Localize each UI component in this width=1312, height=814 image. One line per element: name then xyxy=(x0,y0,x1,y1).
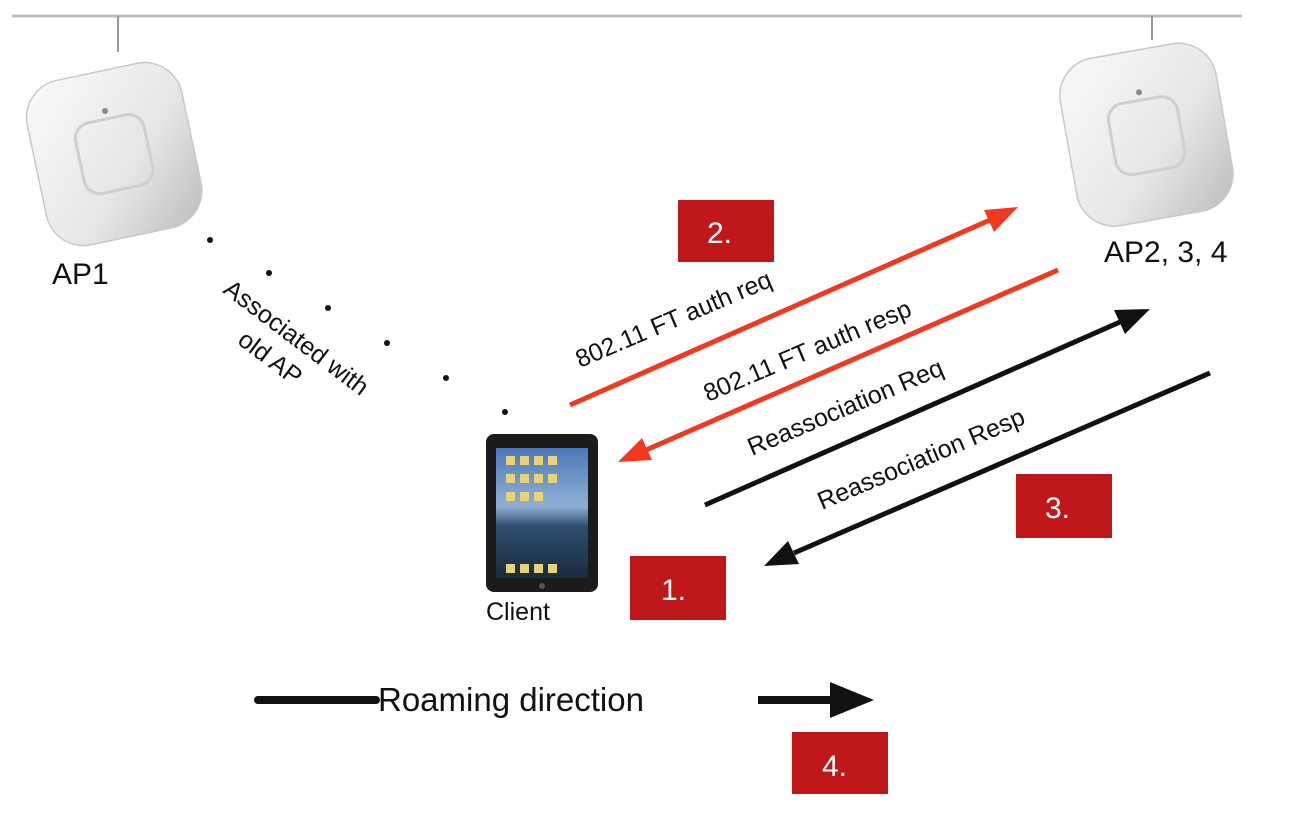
step-badge-1-text: 1. xyxy=(661,574,686,607)
ap2-device-icon xyxy=(1059,42,1234,227)
wired-backbone xyxy=(12,14,1242,52)
ap2-label: AP2, 3, 4 xyxy=(1104,236,1227,269)
step-badge-3-text: 3. xyxy=(1045,492,1070,525)
reassoc-req-arrow xyxy=(703,309,1150,508)
association-dots xyxy=(207,237,508,415)
step-badge-4-text: 4. xyxy=(822,750,847,783)
step-badge-1: 1. xyxy=(630,556,726,620)
roaming-direction-label: Roaming direction xyxy=(378,681,644,718)
step-badge-2-text: 2. xyxy=(707,217,732,250)
reassoc-resp-arrow xyxy=(764,370,1211,566)
roaming-direction-arrow xyxy=(254,682,874,718)
step-badge-2: 2. xyxy=(678,200,774,262)
client-tablet-icon xyxy=(486,434,598,592)
association-label: Associated with old AP xyxy=(218,274,374,401)
ap1-device-icon xyxy=(25,61,203,247)
step-badge-3: 3. xyxy=(1016,474,1112,538)
client-label: Client xyxy=(486,598,550,626)
step-badge-4: 4. xyxy=(792,732,888,794)
ft-auth-req-arrow xyxy=(568,207,1018,408)
ft-auth-resp-arrow xyxy=(618,267,1060,462)
ap1-label: AP1 xyxy=(52,258,109,291)
